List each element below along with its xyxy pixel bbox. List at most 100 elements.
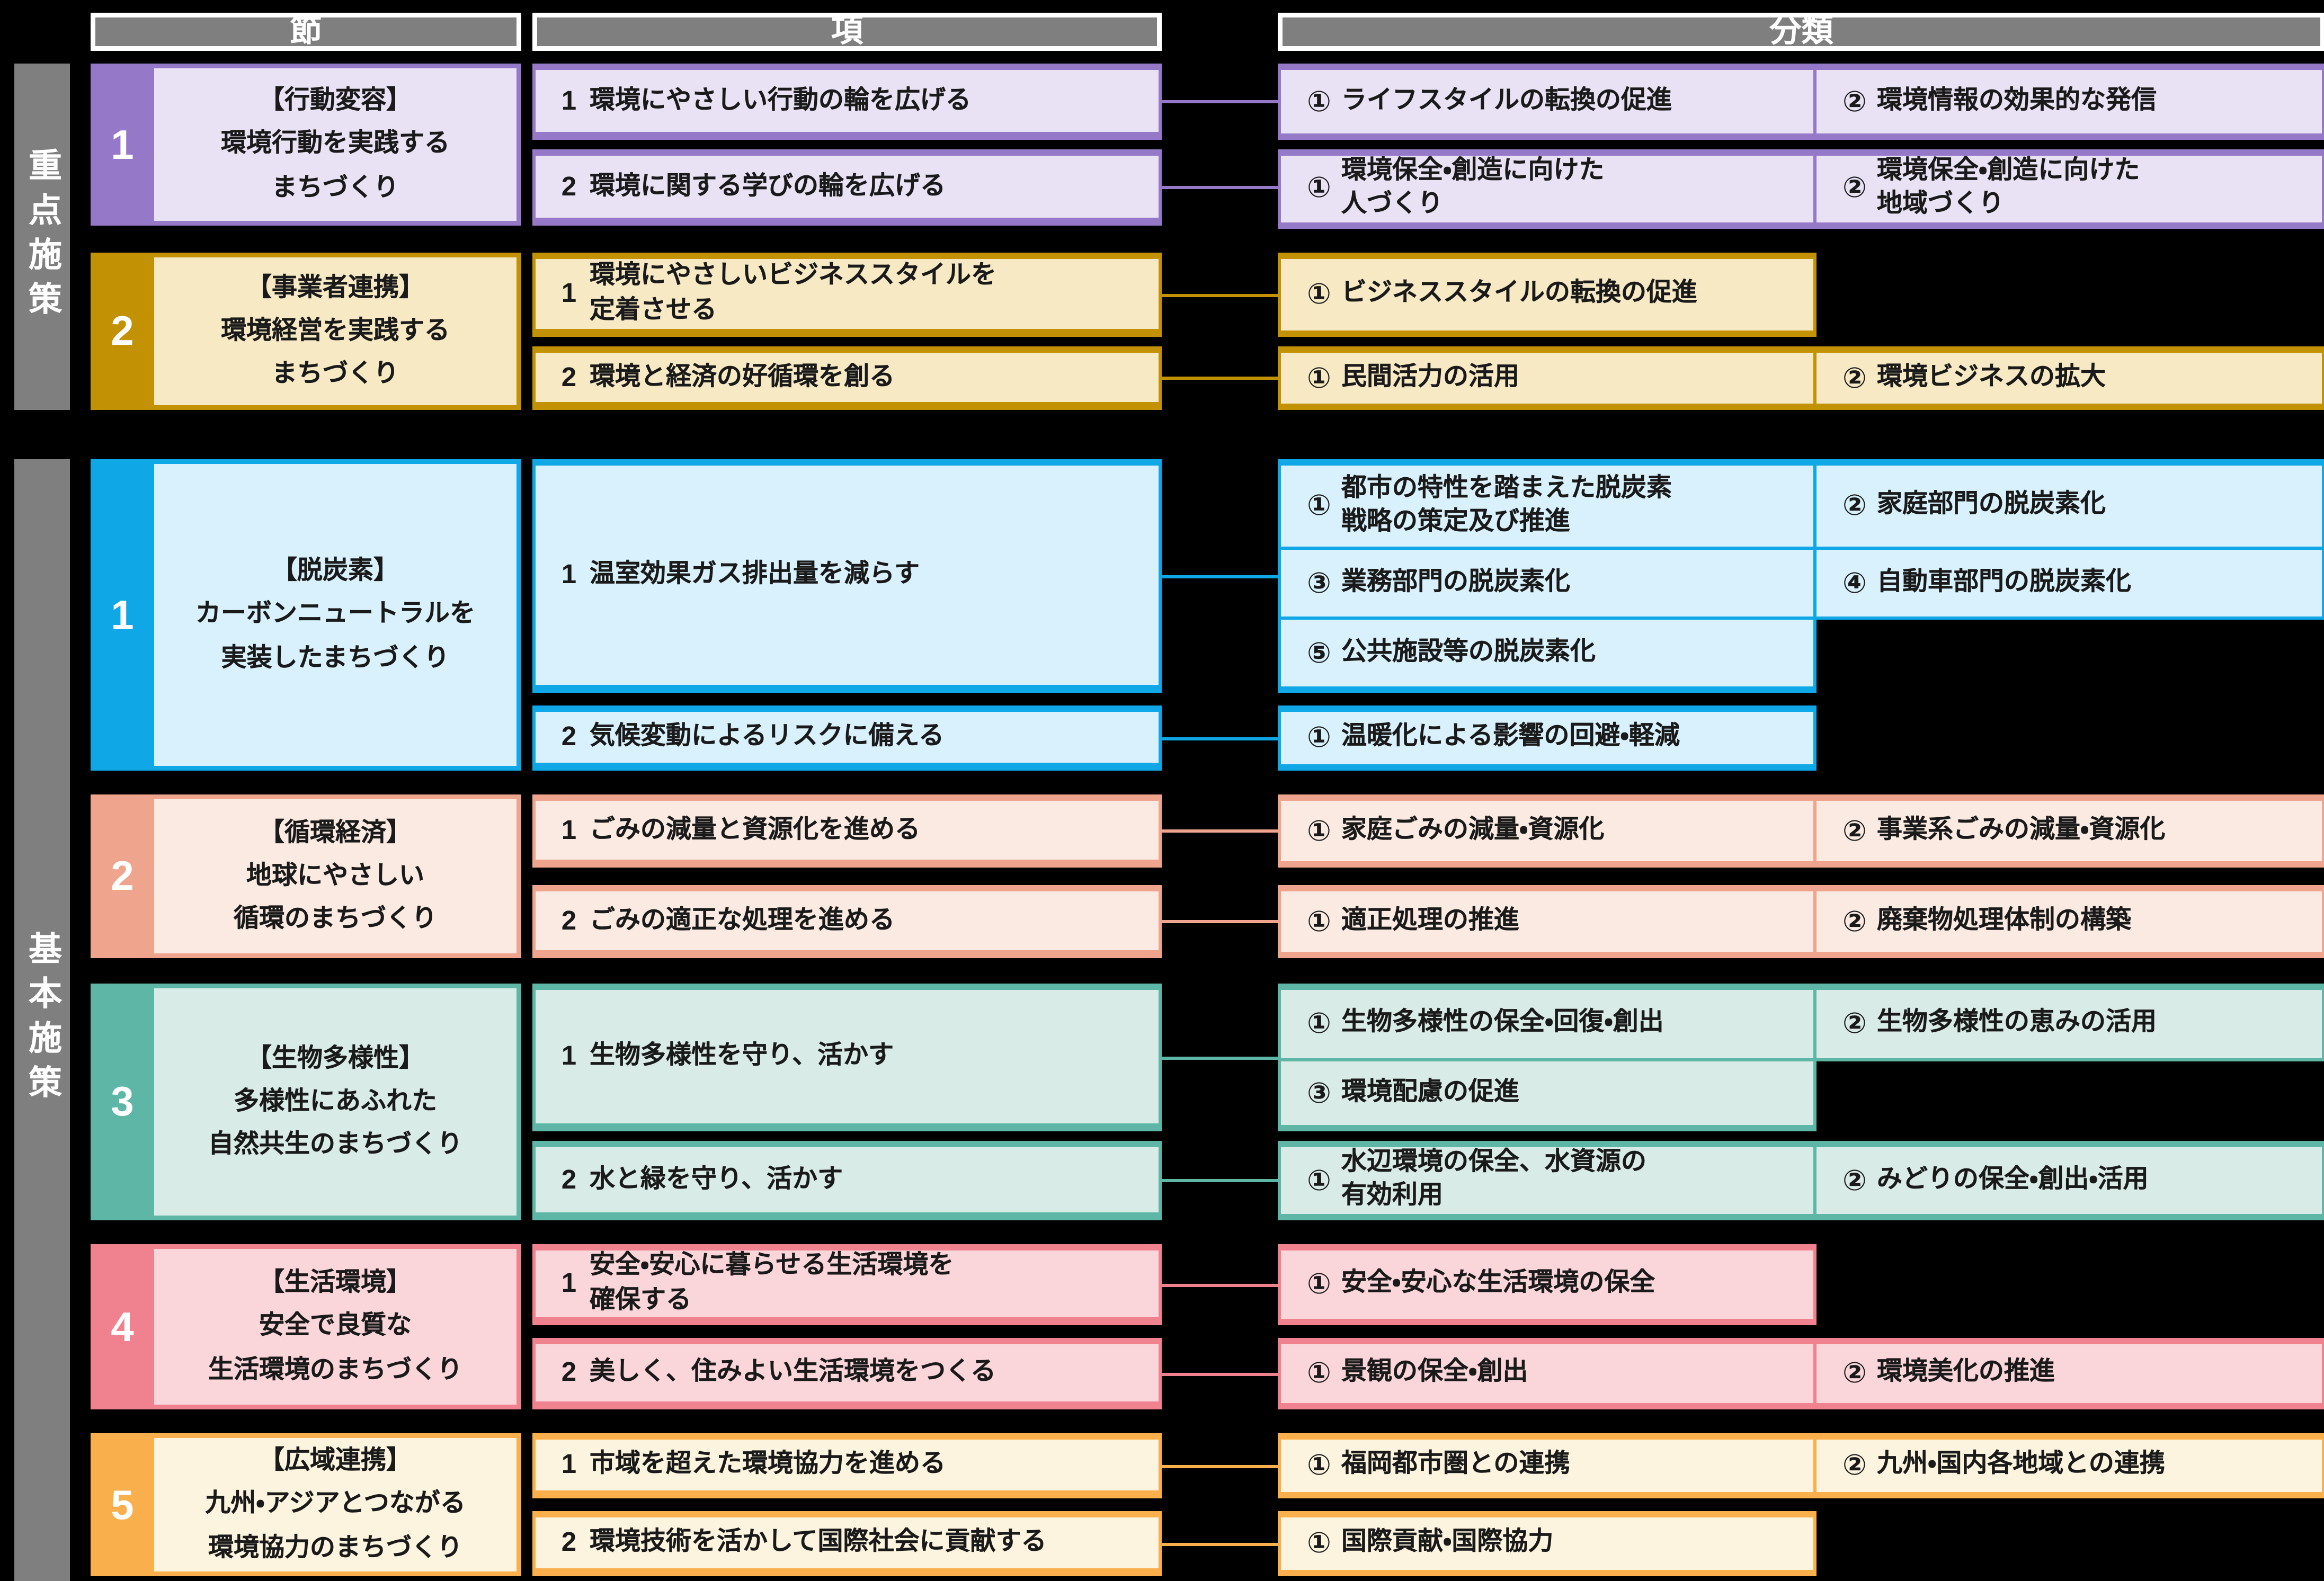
classification-box: ① 国際貢献・国際協力 xyxy=(1278,1511,1817,1576)
item-box: 1 市域を超えた環境協力を進める xyxy=(532,1433,1162,1498)
section-number: 2 xyxy=(111,307,134,354)
classification-number: ① xyxy=(1307,361,1331,394)
section-lead: 3 【生物多様性】 多様性にあふれた 自然共生のまちづくり xyxy=(91,984,521,1220)
classification-box: ① 水辺環境の保全、水資源の 有効利用 xyxy=(1278,1141,1817,1220)
classification-group: ① 生物多様性の保全・回復・創出 ② 生物多様性の恵みの活用 ③ 環境配慮の促進 xyxy=(1278,984,2324,1131)
classification-group: ① 国際貢献・国際協力 xyxy=(1278,1511,2324,1576)
classification-label: 環境保全・創造に向けた 地域づくり xyxy=(1877,157,2140,218)
classification-number: ④ xyxy=(1842,566,1867,599)
column-header-setsu: 節 xyxy=(91,13,521,51)
section-pairs: 1 ごみの減量と資源化を進める ① 家庭ごみの減量・資源化 ② 事業系ごみの減量… xyxy=(532,794,2324,958)
item-box: 2 気候変動によるリスクに備える xyxy=(532,705,1162,771)
classification-box: ② 九州・国内各地域との連携 xyxy=(1813,1433,2324,1498)
pair-row: 2 環境に関する学びの輪を広げる ① 環境保全・創造に向けた 人づくり ② 環境… xyxy=(532,149,2324,228)
classification-label: 家庭ごみの減量・資源化 xyxy=(1341,816,1605,843)
section-kihon-5: 5 【広域連携】 九州・アジアとつながる 環境協力のまちづくり 1 市域を超えた… xyxy=(91,1433,2324,1576)
connector-line xyxy=(1159,1542,1281,1546)
classification-box: ② 環境美化の推進 xyxy=(1813,1338,2324,1409)
connector xyxy=(1159,253,1281,337)
section-pairs: 1 安全・安心に暮らせる生活環境を 確保する ① 安全・安心な生活環境の保全 2 xyxy=(532,1244,2324,1409)
pair-row: 1 環境にやさしい行動の輪を広げる ① ライフスタイルの転換の促進 ② 環境情報… xyxy=(532,64,2324,140)
section-juten-2: 2 【事業者連携】 環境経営を実践する まちづくり 1 環境にやさしいビジネスス… xyxy=(91,253,2324,410)
pair-row: 2 環境と経済の好循環を創る ① 民間活力の活用 ② 環境ビジネスの拡大 xyxy=(532,346,2324,410)
section-number: 1 xyxy=(111,120,134,168)
classification-box: ② 事業系ごみの減量・資源化 xyxy=(1813,794,2324,868)
connector-line xyxy=(1159,736,1281,740)
classification-box: ① 温暖化による影響の回避・軽減 xyxy=(1278,705,1817,771)
classification-row: ① 環境保全・創造に向けた 人づくり ② 環境保全・創造に向けた 地域づくり xyxy=(1278,149,2324,228)
classification-label: 公共施設等の脱炭素化 xyxy=(1341,638,1596,665)
classification-label: ビジネススタイルの転換の促進 xyxy=(1341,280,1698,307)
connector xyxy=(1159,1511,1281,1576)
connector-line xyxy=(1159,293,1281,297)
item-box: 1 温室効果ガス排出量を減らす xyxy=(532,459,1162,693)
classification-box: ① 環境保全・創造に向けた 人づくり xyxy=(1278,149,1817,228)
section-lead: 1 【行動変容】 環境行動を実践する まちづくり xyxy=(91,64,521,226)
section-pairs: 1 環境にやさしい行動の輪を広げる ① ライフスタイルの転換の促進 ② 環境情報… xyxy=(532,64,2324,228)
item-box: 2 環境に関する学びの輪を広げる xyxy=(532,149,1162,226)
item-number: 1 xyxy=(561,1268,577,1298)
item-label: ごみの減量と資源化を進める xyxy=(590,816,921,844)
item-label: 環境技術を活かして国際社会に貢献する xyxy=(590,1529,1047,1556)
classification-label: 事業系ごみの減量・資源化 xyxy=(1877,816,2166,843)
item-box: 1 環境にやさしいビジネススタイルを 定着させる xyxy=(532,253,1162,337)
section-number: 5 xyxy=(111,1480,134,1528)
section-kihon-4: 4 【生活環境】 安全で良質な 生活環境のまちづくり 1 安全・安心に暮らせる生… xyxy=(91,1244,2324,1409)
connector-line xyxy=(1159,1464,1281,1468)
classification-label: 自動車部門の脱炭素化 xyxy=(1877,568,2132,595)
item-box: 1 安全・安心に暮らせる生活環境を 確保する xyxy=(532,1244,1162,1325)
classification-box: ② 環境情報の効果的な発信 xyxy=(1813,64,2324,140)
section-kihon-3: 3 【生物多様性】 多様性にあふれた 自然共生のまちづくり 1 生物多様性を守り… xyxy=(91,984,2324,1220)
classification-row: ① 水辺環境の保全、水資源の 有効利用 ② みどりの保全・創出・活用 xyxy=(1278,1141,2324,1220)
item-label: 環境にやさしい行動の輪を広げる xyxy=(590,87,972,114)
item-label: 環境に関する学びの輪を広げる xyxy=(590,173,946,200)
classification-box: ② 生物多様性の恵みの活用 xyxy=(1813,984,2324,1061)
classification-number: ① xyxy=(1307,721,1331,753)
item-label: 気候変動によるリスクに備える xyxy=(590,723,945,751)
classification-label: 温暖化による影響の回避・軽減 xyxy=(1341,723,1680,751)
connector xyxy=(1159,984,1281,1131)
item-number: 2 xyxy=(561,721,577,752)
classification-box: ② 環境ビジネスの拡大 xyxy=(1813,346,2324,410)
classification-row: ① 温暖化による影響の回避・軽減 xyxy=(1278,705,2324,771)
section-title: 【循環経済】 地球にやさしい 循環のまちづくり xyxy=(154,799,517,953)
classification-group: ① 民間活力の活用 ② 環境ビジネスの拡大 xyxy=(1278,346,2324,410)
classification-label: 福岡都市圏との連携 xyxy=(1341,1451,1570,1478)
item-number: 2 xyxy=(561,1357,577,1387)
section-pairs: 1 市域を超えた環境協力を進める ① 福岡都市圏との連携 ② 九州・国内各地域と… xyxy=(532,1433,2324,1576)
classification-number: ① xyxy=(1307,1449,1331,1481)
connector xyxy=(1159,1338,1281,1409)
connector xyxy=(1159,1433,1281,1498)
classification-row: ① 安全・安心な生活環境の保全 xyxy=(1278,1244,2324,1325)
item-label: 環境と経済の好循環を創る xyxy=(590,363,895,391)
connector xyxy=(1159,346,1281,410)
pair-row: 1 生物多様性を守り、活かす ① 生物多様性の保全・回復・創出 ② 生物多様性の… xyxy=(532,984,2324,1131)
classification-box: ② 廃棄物処理体制の構築 xyxy=(1813,885,2324,958)
classification-box: ② みどりの保全・創出・活用 xyxy=(1813,1141,2324,1220)
pair-row: 1 安全・安心に暮らせる生活環境を 確保する ① 安全・安心な生活環境の保全 xyxy=(532,1244,2324,1325)
classification-row: ① 景観の保全・創出 ② 環境美化の推進 xyxy=(1278,1338,2324,1409)
item-number: 1 xyxy=(561,278,577,308)
connector xyxy=(1159,705,1281,771)
connector-line xyxy=(1159,1372,1281,1375)
connector-line xyxy=(1159,100,1281,103)
item-number: 2 xyxy=(561,171,577,201)
classification-group: ① 都市の特性を踏まえた脱炭素 戦略の策定及び推進 ② 家庭部門の脱炭素化 ③ … xyxy=(1278,459,2324,693)
classification-number: ② xyxy=(1842,905,1867,937)
connector xyxy=(1159,885,1281,958)
classification-row: ③ 業務部門の脱炭素化 ④ 自動車部門の脱炭素化 xyxy=(1278,547,2324,620)
section-lead: 2 【事業者連携】 環境経営を実践する まちづくり xyxy=(91,253,521,410)
classification-row: ⑤ 公共施設等の脱炭素化 xyxy=(1278,617,2324,693)
item-number: 2 xyxy=(561,1164,577,1194)
classification-group: ① 福岡都市圏との連携 ② 九州・国内各地域との連携 xyxy=(1278,1433,2324,1498)
classification-box: ① 民間活力の活用 xyxy=(1278,346,1817,410)
classification-group: ① 安全・安心な生活環境の保全 xyxy=(1278,1244,2324,1325)
classification-number: ② xyxy=(1842,361,1867,394)
connector xyxy=(1159,1141,1281,1220)
section-title: 【事業者連携】 環境経営を実践する まちづくり xyxy=(154,257,517,405)
classification-group: ① 温暖化による影響の回避・軽減 xyxy=(1278,705,2324,771)
pair-row: 2 ごみの適正な処理を進める ① 適正処理の推進 ② 廃棄物処理体制の構築 xyxy=(532,885,2324,958)
classification-box: ④ 自動車部門の脱炭素化 xyxy=(1813,547,2324,620)
item-box: 2 環境技術を活かして国際社会に貢献する xyxy=(532,1511,1162,1576)
classification-number: ① xyxy=(1307,905,1331,937)
